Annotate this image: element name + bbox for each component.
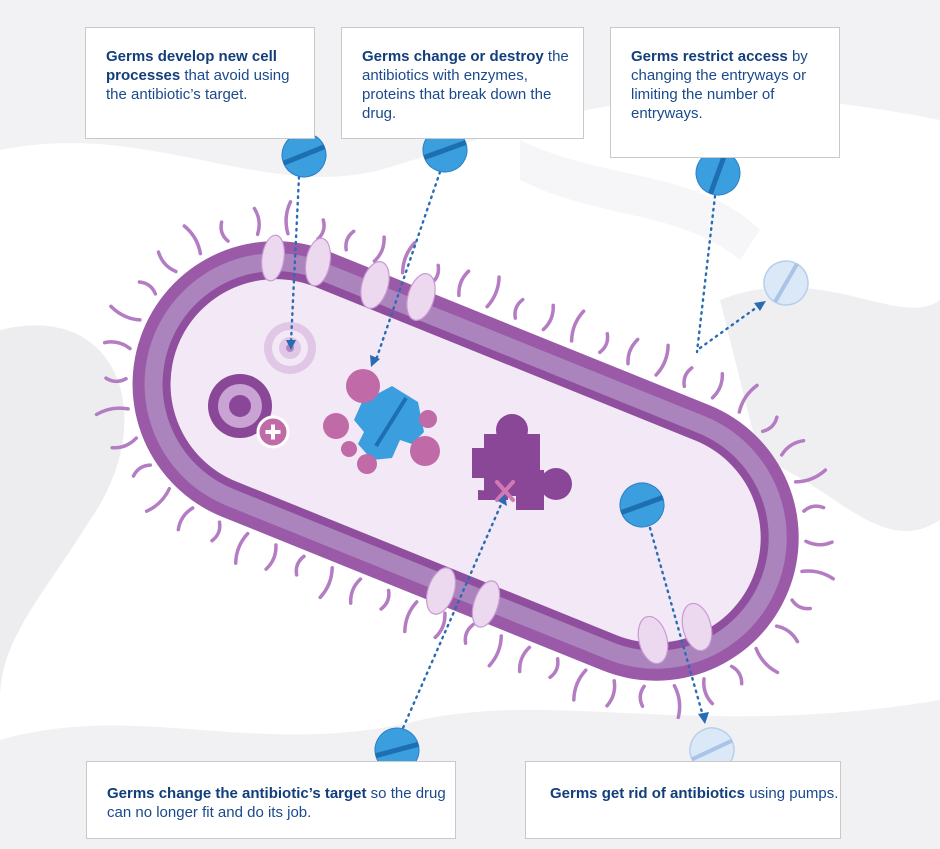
cilium [400, 241, 417, 275]
cilium [702, 677, 715, 706]
cilium [144, 486, 172, 513]
cilium [541, 303, 555, 332]
cilium [104, 376, 128, 384]
callout-text: using pumps. [745, 785, 839, 802]
cilium [131, 463, 153, 478]
cilium [779, 438, 806, 457]
callout-change-destroy: Germs change or destroy the antibiotics … [341, 27, 584, 139]
cilium [548, 657, 560, 680]
cilium [517, 645, 532, 674]
callout-heading: Germs change the antibiotic’s target [107, 785, 367, 802]
antibiotic-pill-icon [281, 132, 327, 178]
cilium [737, 383, 759, 414]
cilium [316, 218, 326, 241]
callout-heading: Germs develop new cell processes [106, 48, 277, 84]
cilium [463, 622, 475, 645]
cilium [210, 520, 222, 543]
cilium [102, 340, 132, 351]
cilium [433, 611, 447, 640]
cilium [598, 331, 610, 355]
callout-heading: Germs get rid of antibiotics [550, 785, 746, 802]
cilium [348, 577, 363, 605]
cilium [638, 684, 646, 708]
cilium [754, 646, 780, 675]
cilium [800, 569, 835, 581]
cilium [487, 634, 504, 668]
cilium [252, 206, 261, 237]
cilium [654, 343, 670, 377]
cilium [156, 250, 178, 274]
cilium [605, 679, 617, 708]
cilium [626, 337, 640, 366]
cilium [457, 269, 471, 298]
callout-text: that avoid using the antibiotic’s target… [106, 67, 290, 103]
cilium [774, 624, 800, 644]
callout-heading: Germs restrict access [631, 48, 788, 65]
callout-text: so the drug can no longer fit and do its… [107, 785, 446, 821]
antibiotic-pill-icon [763, 260, 809, 306]
cilium [318, 565, 334, 600]
cilium [94, 406, 130, 417]
callout-text: by changing the entryways or limiting th… [631, 48, 808, 122]
cilium [372, 235, 386, 263]
cilium [710, 371, 725, 400]
cytoplasm [170, 279, 761, 643]
new-process-target-icon [208, 374, 272, 438]
cilium [682, 366, 694, 389]
cilium [284, 200, 293, 236]
dotted-arrows [289, 170, 762, 730]
arrow-heads [286, 301, 766, 724]
antibiotic-pill-icon [422, 127, 468, 173]
cilium [802, 504, 826, 513]
cilium [403, 600, 419, 634]
cilium [176, 506, 195, 532]
x-mark-icon [495, 480, 515, 502]
puzzle-piece-icon [472, 414, 572, 510]
cilium [572, 668, 588, 702]
cilium [379, 588, 391, 611]
callout-restrict-access: Germs restrict access by changing the en… [610, 27, 840, 158]
cilium [264, 543, 278, 571]
cilium [294, 554, 306, 577]
cilium [672, 683, 682, 720]
cilium [804, 539, 834, 547]
cilium [344, 229, 356, 252]
cilium [793, 468, 828, 484]
callout-develop-processes: Germs develop new cell processes that av… [85, 27, 315, 139]
entryways [261, 234, 713, 665]
cilium [233, 531, 250, 565]
cilium [137, 280, 158, 296]
cilium [109, 304, 142, 322]
cilium [110, 436, 139, 450]
cilium [760, 415, 779, 434]
cilium [485, 275, 501, 309]
antibiotic-pill-icon [619, 482, 665, 528]
cilium [182, 224, 203, 256]
enzyme-icon [323, 369, 440, 474]
bacteria-cilia [94, 200, 835, 720]
callout-heading: Germs change or destroy [362, 48, 544, 65]
callout-change-target: Germs change the antibiotic’s target so … [86, 761, 456, 839]
cilium [219, 220, 230, 243]
cilium [790, 598, 812, 611]
callout-text: the antibiotics with enzymes, proteins t… [362, 48, 569, 122]
cilium [729, 664, 744, 686]
plus-icon [256, 415, 290, 449]
cilium [513, 297, 525, 320]
cilium [569, 309, 586, 343]
callout-pumps: Germs get rid of antibiotics using pumps… [525, 761, 841, 839]
